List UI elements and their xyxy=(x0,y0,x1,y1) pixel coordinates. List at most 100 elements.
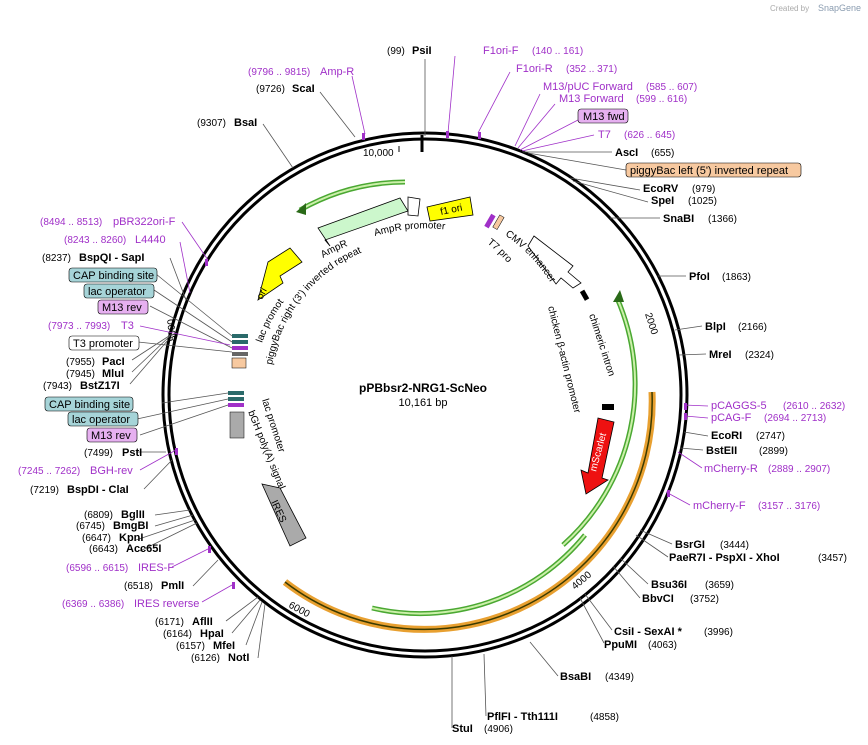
svg-text:(6643): (6643) xyxy=(89,544,118,555)
enzyme-blp-i: BlpI (2166) xyxy=(705,321,767,333)
enzyme-bspqi-sapi: (8237) BspQI - SapI xyxy=(42,252,144,264)
svg-text:MluI: MluI xyxy=(102,368,124,380)
svg-text:(7973 .. 7993): (7973 .. 7993) xyxy=(48,321,110,332)
svg-text:(2610 .. 2632): (2610 .. 2632) xyxy=(783,401,845,412)
feature-box-m13-rev-upper: M13 rev xyxy=(97,299,149,315)
f1-ori-label: f1 ori xyxy=(439,203,463,218)
svg-text:EcoRI: EcoRI xyxy=(711,430,742,442)
svg-text:(6745): (6745) xyxy=(76,521,105,532)
svg-text:PfoI: PfoI xyxy=(689,271,710,283)
svg-text:BstEII: BstEII xyxy=(706,445,737,457)
svg-text:(9796 .. 9815): (9796 .. 9815) xyxy=(248,67,310,78)
enzyme-pst-i: (7499) PstI xyxy=(84,447,142,459)
enzyme-bspdi-clai: (7219) BspDI - ClaI xyxy=(30,484,129,496)
svg-text:SnaBI: SnaBI xyxy=(663,213,694,225)
primer-m13-puc-forward: M13/pUC Forward (585 .. 607) xyxy=(543,81,697,93)
primer-mark xyxy=(484,213,496,229)
svg-text:M13 fwd: M13 fwd xyxy=(583,111,625,123)
enzyme-pml-i: (6518) PmlI xyxy=(124,580,184,592)
svg-text:(2166): (2166) xyxy=(738,322,767,333)
intron-marker xyxy=(579,289,590,301)
primer-t7: T7 (626 .. 645) xyxy=(598,129,675,141)
svg-text:BsaI: BsaI xyxy=(234,117,257,129)
svg-text:Bsu36I: Bsu36I xyxy=(651,579,687,591)
svg-text:(599 .. 616): (599 .. 616) xyxy=(636,94,687,105)
enzyme-ppu-mi: PpuMI (4063) xyxy=(604,639,677,651)
svg-text:ScaI: ScaI xyxy=(292,83,315,95)
orf-arc-bottom-core xyxy=(284,391,653,631)
enzyme-sca-i: (9726) ScaI xyxy=(256,83,315,95)
enzyme-bbv-ci: BbvCI (3752) xyxy=(642,593,719,605)
svg-text:PmlI: PmlI xyxy=(161,580,184,592)
svg-text:AflII: AflII xyxy=(192,616,213,628)
primer-pbr322ori-f: (8494 .. 8513) pBR322ori-F xyxy=(40,216,176,228)
svg-text:BsaBI: BsaBI xyxy=(560,671,591,683)
svg-text:(3457): (3457) xyxy=(818,553,847,564)
orf-arc-bottom-green-hi xyxy=(371,534,586,615)
svg-text:BstZ17I: BstZ17I xyxy=(80,380,120,392)
enzyme-csii-sexai: CsiI - SexAI * (3996) xyxy=(614,626,733,638)
svg-text:M13/pUC Forward: M13/pUC Forward xyxy=(543,81,633,93)
svg-text:(6171): (6171) xyxy=(155,617,184,628)
svg-text:CAP binding site: CAP binding site xyxy=(49,399,130,411)
svg-text:(6164): (6164) xyxy=(163,629,192,640)
enzyme-hpa-i: (6164) HpaI xyxy=(163,628,224,640)
svg-text:T3 promoter: T3 promoter xyxy=(73,338,133,350)
enzyme-stu-i: StuI (4906) xyxy=(452,723,513,735)
svg-text:(6596 .. 6615): (6596 .. 6615) xyxy=(66,563,128,574)
primer-f1ori-r: F1ori-R (352 .. 371) xyxy=(516,63,617,75)
svg-text:(3444): (3444) xyxy=(720,540,749,551)
svg-text:(2694 .. 2713): (2694 .. 2713) xyxy=(764,413,826,424)
svg-text:pBR322ori-F: pBR322ori-F xyxy=(113,216,176,228)
svg-text:StuI: StuI xyxy=(452,723,473,735)
feature-box-lac-operator-upper: lac operator xyxy=(83,283,155,299)
feature-box-cap-binding-site-lower: CAP binding site xyxy=(44,396,134,412)
svg-text:(1863): (1863) xyxy=(722,272,751,283)
enzyme-kpn-i: (6647) KpnI xyxy=(82,532,143,544)
ampr-promoter-label: AmpR promoter xyxy=(373,220,447,239)
svg-text:AscI: AscI xyxy=(615,147,638,159)
ring-primer-marks xyxy=(175,131,687,589)
svg-text:(2747): (2747) xyxy=(756,431,785,442)
enzyme-eco-rv: EcoRV (979) xyxy=(643,183,715,195)
svg-text:CsiI - SexAI *: CsiI - SexAI * xyxy=(614,626,683,638)
feature-box-piggybac-left: piggyBac left (5') inverted repeat xyxy=(625,162,802,178)
svg-text:mCherry-R: mCherry-R xyxy=(704,463,758,475)
enzyme-acc65i: (6643) Acc65I xyxy=(89,543,161,555)
svg-text:piggyBac left (5') inverted re: piggyBac left (5') inverted repeat xyxy=(630,165,788,177)
lac-cluster-upper xyxy=(231,334,248,369)
svg-text:(6809): (6809) xyxy=(84,510,113,521)
enzyme-bsa-bi: BsaBI (4349) xyxy=(560,671,634,683)
enzyme-psi-i: (99) PsiI xyxy=(387,45,432,57)
svg-text:M13 Forward: M13 Forward xyxy=(559,93,624,105)
svg-text:(8237): (8237) xyxy=(42,253,71,264)
ori-feature xyxy=(257,247,303,301)
svg-text:(8243 .. 8260): (8243 .. 8260) xyxy=(64,235,126,246)
feature-box-m13-fwd: M13 fwd xyxy=(577,108,629,124)
mscarlet-feature xyxy=(580,417,615,495)
primer-bgh-rev: (7245 .. 7262) BGH-rev xyxy=(18,465,133,477)
svg-text:IRES reverse: IRES reverse xyxy=(134,598,199,610)
ori-label: ori xyxy=(255,286,270,301)
svg-text:(6157): (6157) xyxy=(176,641,205,652)
svg-text:mCherry-F: mCherry-F xyxy=(693,500,746,512)
orf-arc-right-highlight xyxy=(562,297,637,546)
svg-text:MreI: MreI xyxy=(709,349,732,361)
primer-ires-f: (6596 .. 6615) IRES-F xyxy=(66,562,174,574)
svg-text:(626 .. 645): (626 .. 645) xyxy=(624,130,675,141)
svg-text:(3157 .. 3176): (3157 .. 3176) xyxy=(758,501,820,512)
svg-text:PpuMI: PpuMI xyxy=(604,639,637,651)
svg-text:(6647): (6647) xyxy=(82,533,111,544)
brand-text: SnapGene xyxy=(818,3,861,13)
svg-text:(4906): (4906) xyxy=(484,724,513,735)
svg-text:(655): (655) xyxy=(651,148,674,159)
primer-m13-forward: M13 Forward (599 .. 616) xyxy=(559,93,687,105)
lac-cluster-lower xyxy=(228,391,245,439)
svg-text:(4349): (4349) xyxy=(605,672,634,683)
svg-text:CAP binding site: CAP binding site xyxy=(73,270,154,282)
feature-box-m13-rev-lower: M13 rev xyxy=(86,427,138,443)
svg-text:lac operator: lac operator xyxy=(88,286,146,298)
enzyme-bsa-i: (9307) BsaI xyxy=(197,117,257,129)
svg-text:Amp-R: Amp-R xyxy=(320,66,354,78)
